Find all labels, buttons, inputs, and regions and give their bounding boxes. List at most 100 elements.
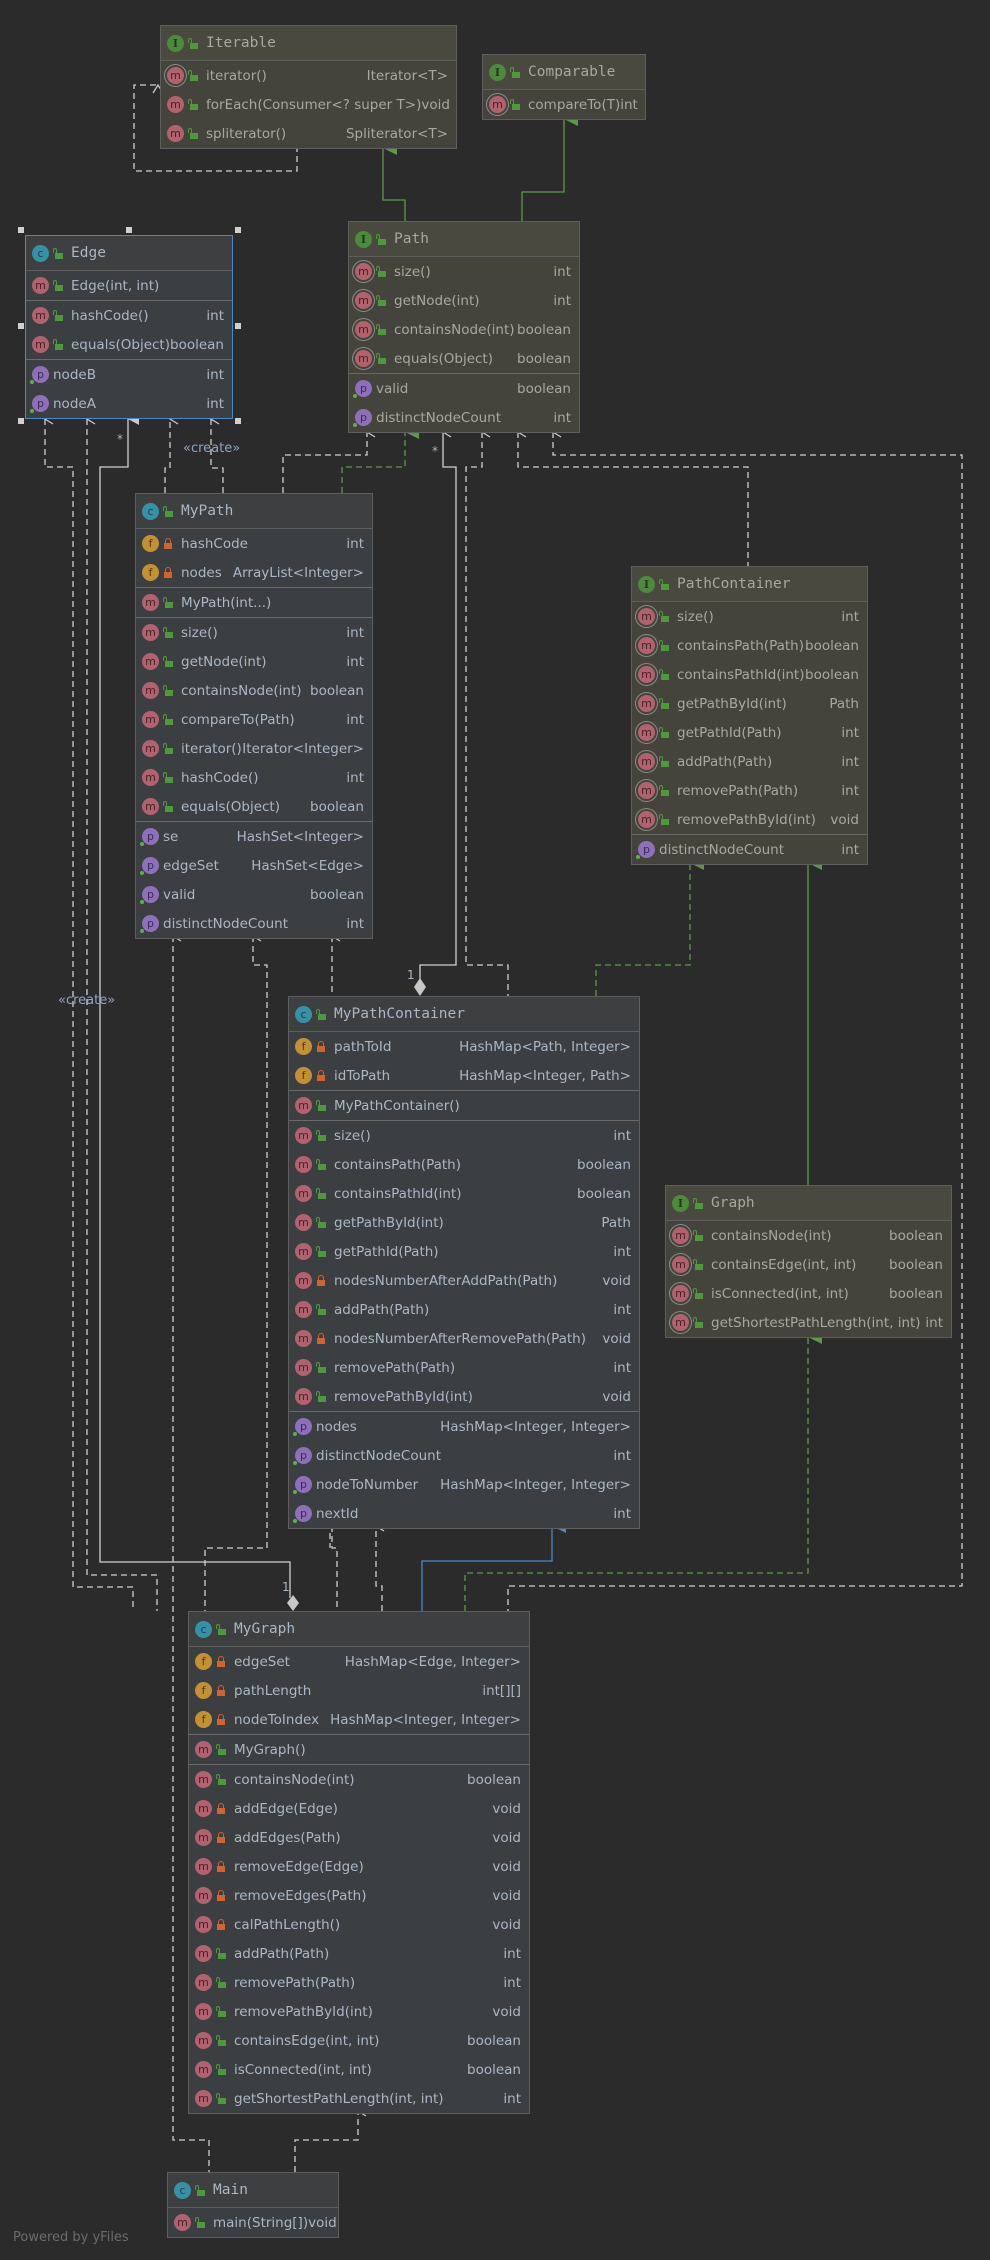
selection-handle[interactable] xyxy=(235,227,241,233)
selection-handle[interactable] xyxy=(126,227,132,233)
selection-handle[interactable] xyxy=(235,418,241,424)
selection-handle[interactable] xyxy=(18,418,24,424)
selection-handle[interactable] xyxy=(235,323,241,329)
selection-handle[interactable] xyxy=(18,227,24,233)
selection-handle[interactable] xyxy=(18,323,24,329)
